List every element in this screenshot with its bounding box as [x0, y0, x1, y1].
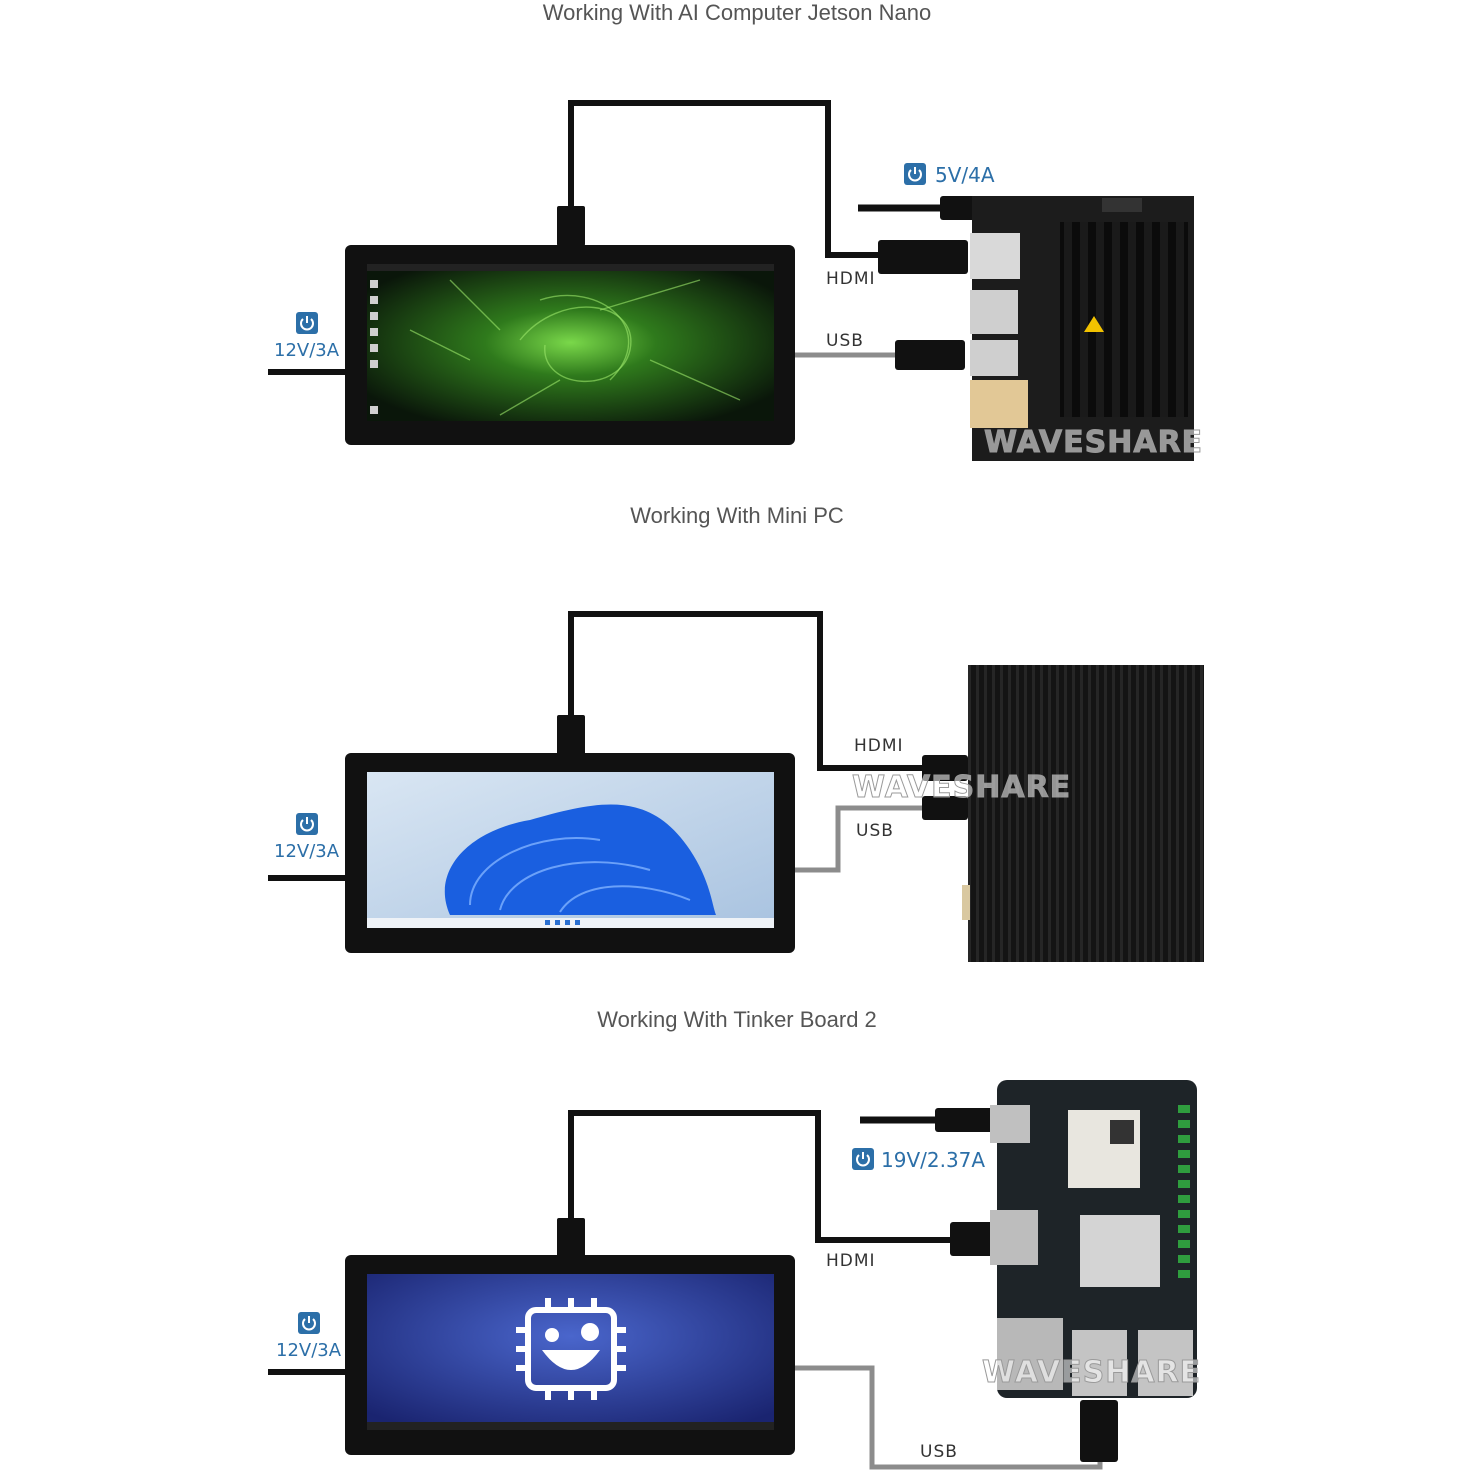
power-icon [295, 812, 319, 836]
device-power-label-1: 5V/4A [935, 163, 995, 187]
watermark-1: WAVESHARE [984, 425, 1203, 460]
watermark-3: WAVESHARE [982, 1355, 1201, 1390]
hdmi-cable-1 [557, 100, 968, 274]
usb-cable-2 [795, 796, 968, 873]
display-1 [345, 245, 795, 445]
watermark-2: WAVESHARE [852, 770, 1071, 805]
usb-cable-3 [795, 1365, 1118, 1470]
screen-nvidia-wallpaper [367, 264, 774, 421]
usb-label-2: USB [856, 821, 894, 841]
power-cable-device-3 [860, 1108, 993, 1132]
hdmi-cable-2 [557, 611, 968, 781]
section-title-mini-pc: Working With Mini PC [630, 503, 844, 528]
hdmi-label-1: HDMI [826, 269, 876, 289]
display-3 [345, 1255, 795, 1455]
jetson-nano-board [970, 196, 1194, 461]
display-power-label-3: 12V/3A [276, 1340, 342, 1361]
display-power-label-2: 12V/3A [274, 841, 340, 862]
section-title-tinker: Working With Tinker Board 2 [597, 1007, 877, 1032]
power-cable-device-1 [858, 196, 985, 220]
usb-cable-1 [795, 340, 965, 370]
tinker-board-2 [990, 1080, 1197, 1398]
hdmi-label-2: HDMI [854, 736, 904, 756]
display-power-label-1: 12V/3A [274, 340, 340, 361]
hdmi-cable-3 [557, 1110, 995, 1258]
hdmi-label-3: HDMI [826, 1251, 876, 1271]
device-power-label-3: 19V/2.37A [881, 1148, 985, 1172]
power-icon [851, 1147, 875, 1171]
power-icon [295, 311, 319, 335]
usb-label-1: USB [826, 331, 864, 351]
chip-logo-icon [516, 1298, 626, 1400]
section-title-jetson: Working With AI Computer Jetson Nano [542, 0, 932, 25]
usb-label-3: USB [920, 1442, 958, 1462]
power-icon [903, 162, 927, 186]
power-icon [297, 1311, 321, 1335]
display-2 [345, 753, 795, 953]
mini-pc [962, 665, 1204, 962]
